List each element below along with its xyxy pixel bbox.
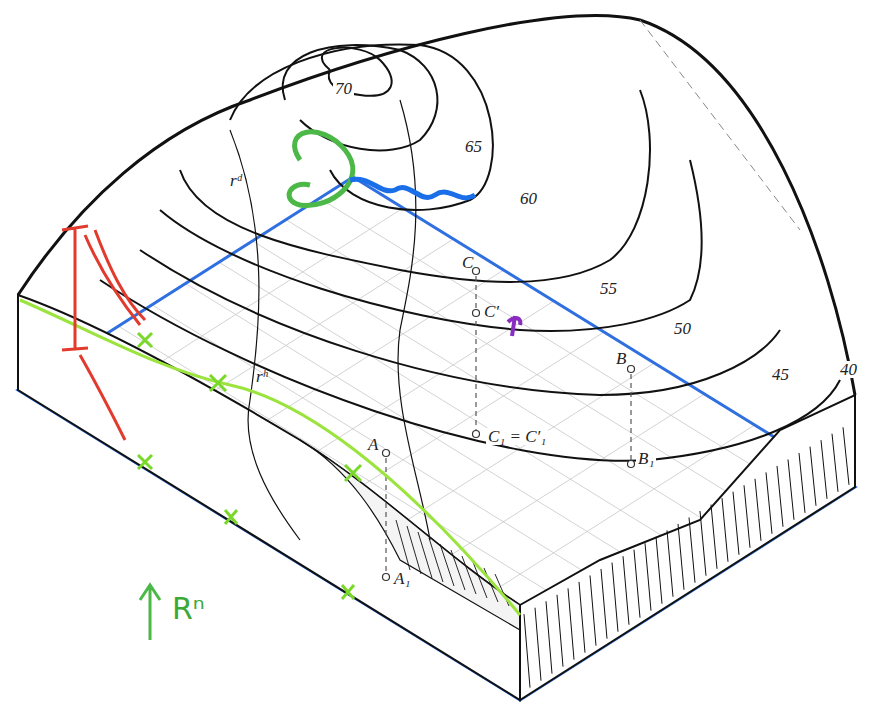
grid-line <box>821 440 827 499</box>
right-face <box>520 395 855 700</box>
grid-line <box>832 434 838 492</box>
map-label: C′ <box>482 303 501 320</box>
map-label: 70 <box>333 80 354 97</box>
grid-line <box>788 459 794 519</box>
grid-line <box>656 537 662 604</box>
grid-line <box>810 447 816 506</box>
grid-line <box>689 517 695 582</box>
grid-line <box>700 511 706 576</box>
hatching <box>396 520 509 606</box>
contour-lines <box>100 44 840 460</box>
grid-line <box>524 614 530 688</box>
points <box>383 268 635 581</box>
map-label: 55 <box>598 280 619 297</box>
grid-line <box>766 472 772 533</box>
grid-line <box>623 556 629 625</box>
map-label: 65 <box>463 138 484 155</box>
grid-line <box>579 582 585 653</box>
map-label: A₁ <box>392 570 412 587</box>
grid-line <box>711 505 717 569</box>
grid-line <box>799 453 805 513</box>
map-label: rᵈ <box>228 172 244 189</box>
grid-line <box>546 601 552 673</box>
hatching <box>524 427 849 687</box>
grid-line <box>557 595 563 667</box>
grid-line <box>678 524 684 590</box>
map-label: 40 <box>838 361 859 378</box>
grid-line <box>777 466 783 527</box>
valley-cut <box>300 440 520 630</box>
red-marks <box>62 226 145 440</box>
map-label: C₁ = C′₁ <box>486 428 548 445</box>
grid-line <box>733 492 739 555</box>
grid-line <box>634 550 640 618</box>
grid-line <box>843 427 849 485</box>
grid-line <box>451 550 465 590</box>
green-arrow <box>140 585 160 640</box>
map-label: C <box>460 254 475 271</box>
grid-line <box>429 538 443 582</box>
grid-line <box>601 569 607 639</box>
map-label: 60 <box>518 190 539 207</box>
grid-line <box>667 530 673 596</box>
front-face <box>18 295 520 700</box>
grid-line <box>722 498 728 562</box>
grid-line <box>645 543 651 610</box>
grid-line <box>755 479 761 541</box>
grid-line <box>440 544 454 586</box>
blue-squiggle <box>350 179 475 198</box>
grid-line <box>568 588 574 659</box>
map-label: 45 <box>770 366 791 383</box>
map-label: A <box>366 436 380 453</box>
grid-line <box>535 608 541 681</box>
green-trace <box>20 300 520 615</box>
grid-line <box>612 563 618 632</box>
map-label: B₁ <box>636 450 656 467</box>
green-loop <box>289 132 353 206</box>
surface-outline <box>18 15 855 395</box>
base-plane <box>18 177 855 700</box>
map-label: 50 <box>672 320 693 337</box>
handwritten-note: Rⁿ <box>170 594 207 624</box>
grid-line <box>320 198 822 508</box>
grid-line <box>744 485 750 547</box>
map-label: B <box>614 350 628 367</box>
grid-line <box>590 575 596 645</box>
grid-line <box>407 526 421 574</box>
map-label: rʰ <box>254 368 269 385</box>
ridge-lines <box>230 100 430 540</box>
